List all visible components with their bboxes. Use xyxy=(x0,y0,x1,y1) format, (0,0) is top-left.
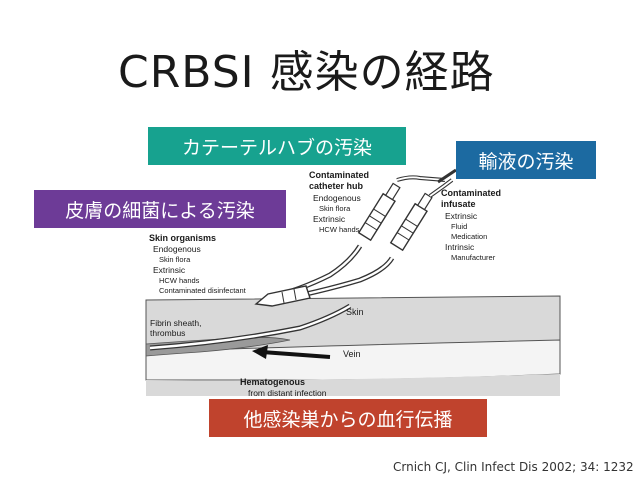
vein-label: Vein xyxy=(343,349,361,359)
skin-organisms-item: Extrinsic xyxy=(153,265,186,275)
skin-organisms-item: Contaminated disinfectant xyxy=(159,286,247,295)
fibrin-label: thrombus xyxy=(150,328,185,338)
catheter-hub-connector-1 xyxy=(357,182,401,242)
skin-organisms-title: Skin organisms xyxy=(149,233,216,243)
page-title: CRBSI 感染の経路 xyxy=(118,47,495,98)
catheter-hub-item: Endogenous xyxy=(313,193,361,203)
skin-organisms-item: Endogenous xyxy=(153,244,201,254)
catheter-hub-title: catheter hub xyxy=(309,181,364,191)
lower-tissue xyxy=(146,374,560,396)
infusate-item: Medication xyxy=(451,232,487,241)
infusate-title: Contaminated xyxy=(441,188,501,198)
infusate-item: Extrinsic xyxy=(445,211,478,221)
hub-contamination-label: カテーテルハブの汚染 xyxy=(148,127,406,165)
catheter-hub-item: Skin flora xyxy=(319,204,351,213)
infusate-item: Intrinsic xyxy=(445,242,475,252)
catheter-hub-title: Contaminated xyxy=(309,170,369,180)
catheter-hub-item: Extrinsic xyxy=(313,214,346,224)
catheter-hub-item: HCW hands xyxy=(319,225,360,234)
hematogenous-spread-label: 他感染巣からの血行伝播 xyxy=(209,399,487,437)
insertion-hub xyxy=(254,285,311,307)
citation: Crnich CJ, Clin Infect Dis 2002; 34: 123… xyxy=(393,460,634,474)
catheter-hub-block: Contaminated catheter hub Endogenous Ski… xyxy=(309,170,369,234)
infusate-title: infusate xyxy=(441,199,476,209)
blood-flow-arrow xyxy=(261,350,331,359)
infusate-contamination-label: 輸液の汚染 xyxy=(456,141,596,179)
skin-organisms-item: HCW hands xyxy=(159,276,200,285)
hematogenous-subtitle: from distant infection xyxy=(248,388,327,398)
infusate-block: Contaminated infusate Extrinsic Fluid Me… xyxy=(441,188,501,262)
skin-organisms-block: Skin organisms Endogenous Skin flora Ext… xyxy=(149,233,247,295)
skin-contamination-label: 皮膚の細菌による汚染 xyxy=(34,190,286,228)
hematogenous-title: Hematogenous xyxy=(240,377,305,387)
fibrin-label: Fibrin sheath, xyxy=(150,318,202,328)
infusate-item: Manufacturer xyxy=(451,253,496,262)
fibrin-sheath xyxy=(145,336,291,357)
skin-label: Skin xyxy=(346,307,364,317)
infusate-item: Fluid xyxy=(451,222,467,231)
skin-organisms-item: Skin flora xyxy=(159,255,191,264)
catheter-hub-connector-2 xyxy=(389,192,433,252)
